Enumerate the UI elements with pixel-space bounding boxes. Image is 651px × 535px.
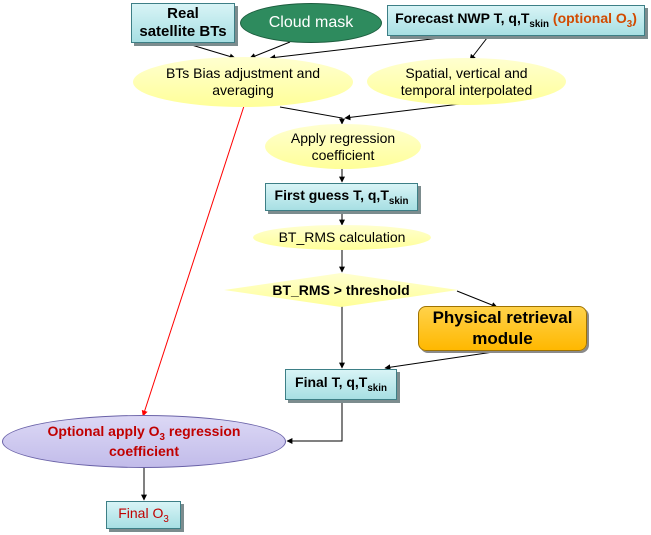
forecast-nwp-sub: skin bbox=[529, 19, 550, 31]
first-guess-label: First guess T, q,Tskin bbox=[275, 187, 409, 208]
real-satellite-bts-box: Real satellite BTs bbox=[131, 3, 235, 43]
optional-o3-prefix: Optional apply O bbox=[47, 422, 160, 439]
arrow-bias-to-optional-red bbox=[141, 105, 245, 417]
cloud-mask-label: Cloud mask bbox=[268, 14, 354, 32]
arrow-interp-to-apply bbox=[344, 103, 461, 121]
final-tq-box: Final T, q,Tskin bbox=[285, 369, 397, 400]
bias-line1: BTs Bias adjustment and bbox=[165, 65, 321, 82]
diamond-shape bbox=[224, 273, 458, 307]
bias-line2: averaging bbox=[212, 82, 274, 98]
optional-prefix: (optional O bbox=[549, 10, 627, 27]
bt-rms-calc-label: BT_RMS calculation bbox=[278, 229, 406, 246]
optional-o3-note: (optional O3) bbox=[549, 10, 637, 30]
physical-line2: module bbox=[472, 328, 533, 348]
first-guess-box: First guess T, q,Tskin bbox=[265, 183, 418, 211]
forecast-nwp-label: Forecast NWP T, q,Tskin (optional O3) bbox=[395, 10, 637, 31]
apply-line1: Apply regression bbox=[290, 129, 396, 146]
optional-o3-suffix: regression bbox=[164, 422, 241, 439]
first-guess-prefix: First guess T, q,T bbox=[274, 186, 389, 203]
final-o3-box: Final O3 bbox=[106, 501, 181, 529]
interp-line1: Spatial, vertical and bbox=[405, 64, 528, 81]
interp-line2: temporal interpolated bbox=[400, 81, 533, 98]
final-tq-prefix: Final T, q,T bbox=[295, 374, 368, 391]
forecast-nwp-box: Forecast NWP T, q,Tskin (optional O3) bbox=[387, 5, 645, 36]
arrow-cloud-to-bias bbox=[249, 41, 291, 59]
bias-adjustment-ellipse: BTs Bias adjustment and averaging bbox=[133, 57, 353, 107]
final-o3-label: Final O3 bbox=[118, 505, 169, 526]
apply-line2: coefficient bbox=[311, 146, 375, 163]
optional-sub: 3 bbox=[626, 19, 633, 31]
final-tq-label: Final T, q,Tskin bbox=[295, 374, 387, 395]
real-bts-line2: satellite BTs bbox=[139, 23, 227, 40]
arrow-real-to-bias bbox=[184, 42, 236, 60]
arrow-bias-to-apply bbox=[279, 106, 345, 125]
arrow-threshold-to-physical bbox=[456, 290, 498, 308]
first-guess-sub: skin bbox=[388, 195, 409, 207]
cloud-mask-ellipse: Cloud mask bbox=[240, 3, 382, 43]
optional-o3-regression-ellipse: Optional apply O3 regression coefficient bbox=[2, 415, 286, 468]
interpolated-ellipse: Spatial, vertical and temporal interpola… bbox=[367, 58, 566, 105]
final-tq-sub: skin bbox=[367, 383, 387, 395]
optional-o3-line1: Optional apply O3 regression bbox=[48, 423, 241, 444]
optional-o3-sub: 3 bbox=[159, 431, 165, 443]
bt-rms-calculation-ellipse: BT_RMS calculation bbox=[253, 225, 431, 250]
arrow-physical-to-final bbox=[384, 350, 501, 371]
optional-o3-line2: coefficient bbox=[108, 443, 179, 460]
real-bts-line1: Real bbox=[167, 5, 199, 22]
arrow-nwp-to-bias bbox=[269, 37, 441, 61]
arrow-final-to-optional bbox=[286, 402, 343, 444]
final-o3-prefix: Final O bbox=[118, 504, 164, 521]
physical-retrieval-module-box: Physical retrieval module bbox=[418, 306, 587, 351]
arrow-nwp-to-interp bbox=[469, 37, 488, 61]
forecast-nwp-prefix: Forecast NWP T, q,T bbox=[395, 10, 530, 27]
optional-suffix: ) bbox=[632, 10, 637, 27]
threshold-label: BT_RMS > threshold bbox=[272, 281, 410, 298]
physical-line1: Physical retrieval bbox=[432, 308, 573, 328]
threshold-diamond: BT_RMS > threshold bbox=[224, 273, 458, 307]
final-o3-sub: 3 bbox=[163, 513, 169, 525]
apply-regression-ellipse: Apply regression coefficient bbox=[265, 124, 421, 169]
